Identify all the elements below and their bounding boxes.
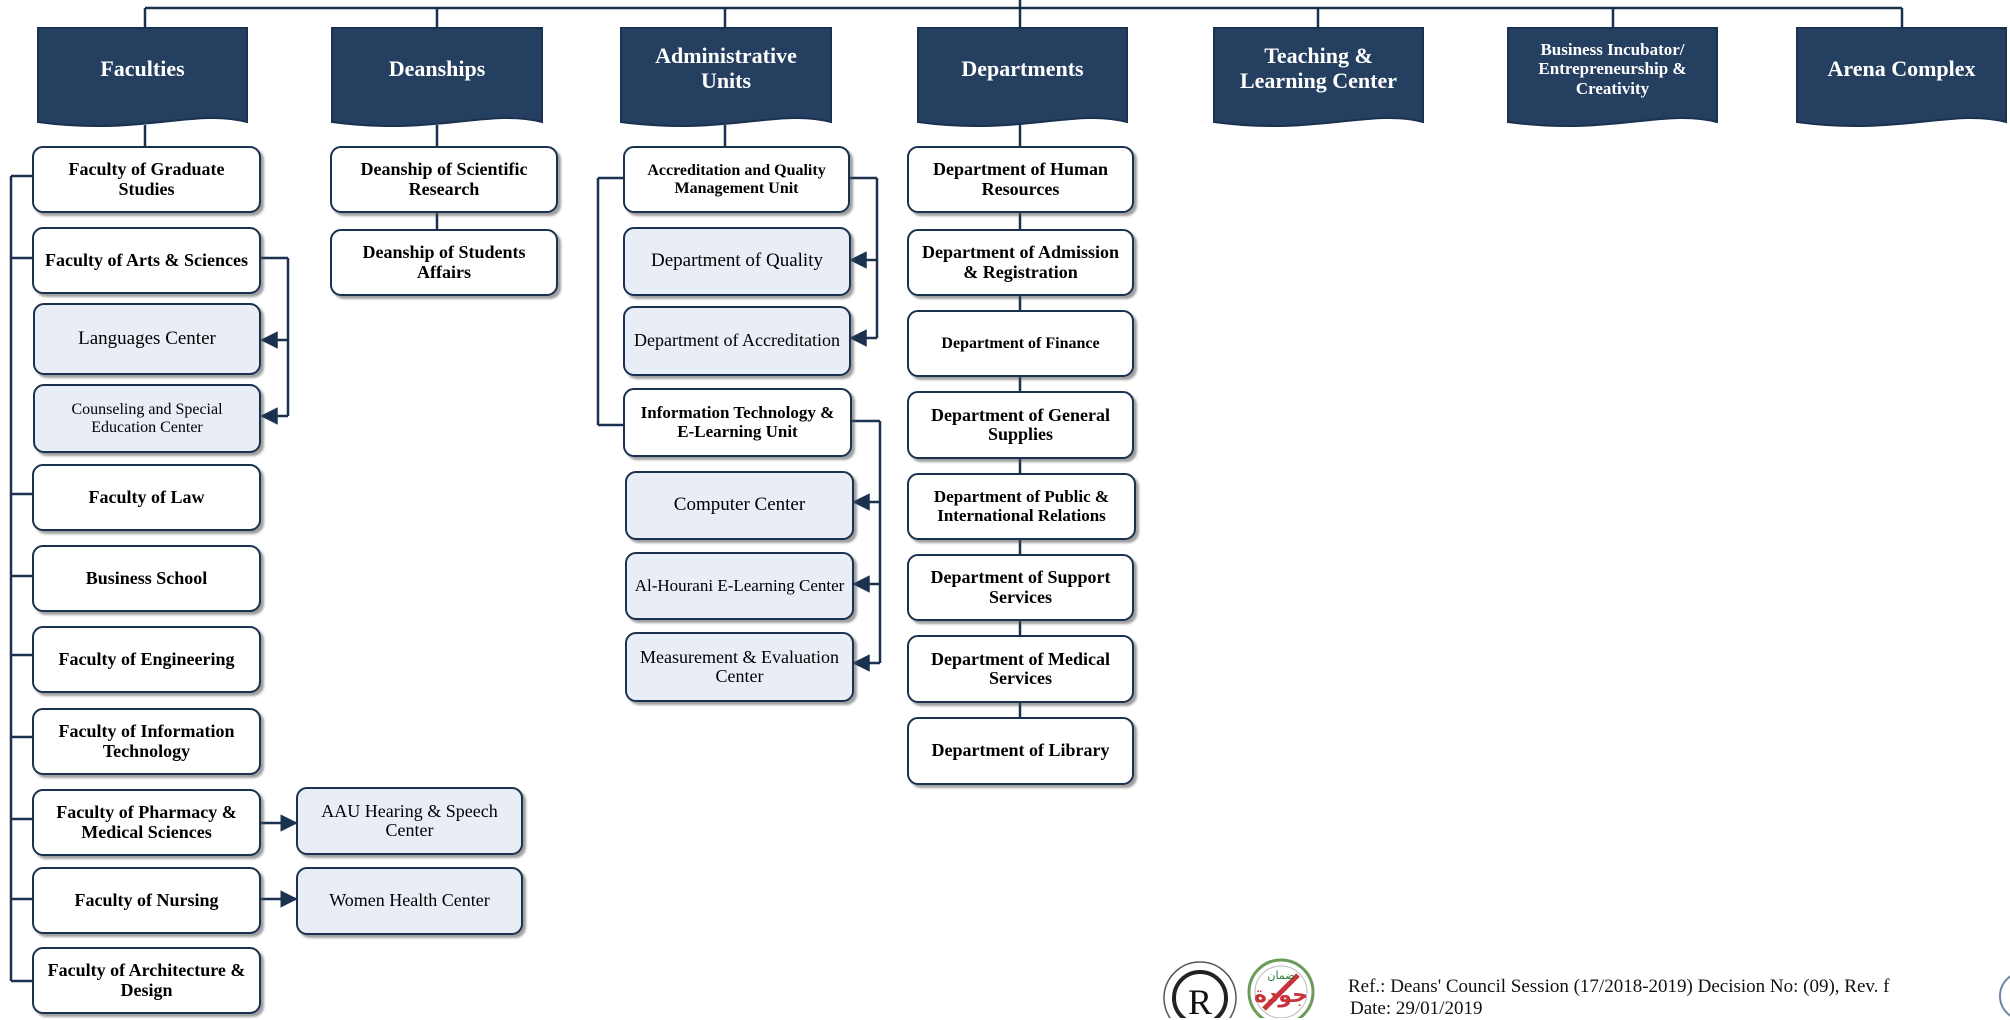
header-teaching-learning-center: Teaching & Learning Center (1214, 28, 1423, 124)
department-support-services: Department of Support Services (907, 554, 1134, 621)
header-deanships: Deanships (332, 28, 542, 124)
faculty-architecture-design-label: Faculty of Architecture & Design (47, 960, 246, 1000)
women-health-center-label: Women Health Center (329, 890, 490, 911)
quality-logo-caption: ضمان (1267, 969, 1294, 982)
header-administrative-units: Administrative Units (621, 28, 831, 124)
header-departments-label: Departments (961, 55, 1084, 81)
faculty-information-technology-label: Faculty of Information Technology (58, 721, 235, 761)
deanship-scientific-research-label: Deanship of Scientific Research (360, 159, 528, 199)
department-accreditation-label: Department of Accreditation (634, 330, 840, 351)
women-health-center: Women Health Center (296, 867, 523, 935)
faculty-graduate-studies: Faculty of Graduate Studies (32, 146, 261, 213)
footer-ref-line: Ref.: Deans' Council Session (17/2018-20… (1348, 976, 1890, 997)
languages-center-label: Languages Center (78, 327, 216, 349)
faculty-arts-sciences: Faculty of Arts & Sciences (32, 227, 261, 294)
footer-reference: Ref.: Deans' Council Session (17/2018-20… (1348, 976, 1890, 1020)
footer-date-line: Date: 29/01/2019 (1350, 997, 1483, 1019)
al-hourani-elearning-center-label: Al-Hourani E-Learning Center (634, 575, 845, 595)
department-accreditation: Department of Accreditation (623, 306, 851, 376)
computer-center: Computer Center (625, 471, 854, 540)
department-general-supplies-label: Department of General Supplies (931, 404, 1110, 444)
header-business-incubator: Business Incubator/ Entrepreneurship & C… (1508, 28, 1717, 124)
business-school-label: Business School (85, 567, 208, 588)
header-arena-complex-label: Arena Complex (1827, 55, 1976, 81)
department-general-supplies: Department of General Supplies (907, 391, 1134, 459)
accreditation-quality-unit: Accreditation and Quality Management Uni… (623, 146, 850, 213)
deanship-scientific-research: Deanship of Scientific Research (330, 146, 558, 213)
faculty-engineering-label: Faculty of Engineering (58, 648, 235, 669)
computer-center-label: Computer Center (673, 494, 806, 516)
faculty-pharmacy-medical-sciences-label: Faculty of Pharmacy & Medical Sciences (56, 802, 237, 842)
faculty-pharmacy-medical-sciences: Faculty of Pharmacy & Medical Sciences (32, 789, 261, 856)
university-seal-logo (1999, 975, 2010, 1017)
lrqa-logo-symbol: R (1188, 982, 1212, 1018)
accreditation-quality-unit-label: Accreditation and Quality Management Uni… (647, 162, 826, 197)
quality-logo-text: جودة (1254, 983, 1308, 1008)
aau-hearing-speech-center: AAU Hearing & Speech Center (296, 787, 523, 855)
counseling-special-education-center-label: Counseling and Special Education Center (71, 401, 223, 436)
header-business-incubator-label: Business Incubator/ Entrepreneurship & C… (1538, 40, 1687, 98)
department-support-services-label: Department of Support Services (930, 567, 1111, 607)
department-finance-label: Department of Finance (941, 334, 1100, 352)
department-finance: Department of Finance (907, 310, 1134, 377)
business-school: Business School (32, 545, 261, 612)
faculty-engineering: Faculty of Engineering (32, 626, 261, 693)
department-medical-services: Department of Medical Services (907, 635, 1134, 703)
faculty-nursing: Faculty of Nursing (32, 867, 261, 934)
faculty-information-technology: Faculty of Information Technology (32, 708, 261, 775)
department-admission-registration-label: Department of Admission & Registration (922, 242, 1119, 282)
counseling-special-education-center: Counseling and Special Education Center (33, 384, 261, 453)
it-elearning-unit-label: Information Technology & E-Learning Unit (640, 403, 835, 441)
department-quality-label: Department of Quality (650, 250, 823, 272)
quality-assurance-logo: ضمان جودة (1247, 958, 1315, 1018)
faculty-law: Faculty of Law (32, 464, 261, 531)
deanship-students-affairs: Deanship of Students Affairs (330, 229, 558, 296)
department-human-resources-label: Department of Human Resources (933, 159, 1108, 199)
measurement-evaluation-center-label: Measurement & Evaluation Center (640, 646, 839, 686)
it-elearning-unit: Information Technology & E-Learning Unit (623, 388, 852, 457)
deanship-students-affairs-label: Deanship of Students Affairs (362, 242, 526, 282)
department-public-international-relations: Department of Public & International Rel… (907, 473, 1136, 540)
faculty-graduate-studies-label: Faculty of Graduate Studies (68, 159, 225, 199)
al-hourani-elearning-center: Al-Hourani E-Learning Center (625, 552, 854, 620)
header-faculties-label: Faculties (100, 55, 185, 81)
faculty-law-label: Faculty of Law (88, 486, 205, 507)
department-public-international-relations-label: Department of Public & International Rel… (933, 487, 1110, 525)
header-teaching-learning-center-label: Teaching & Learning Center (1239, 43, 1398, 93)
header-faculties: Faculties (38, 28, 247, 124)
header-departments: Departments (918, 28, 1127, 124)
aau-hearing-speech-center-label: AAU Hearing & Speech Center (321, 800, 498, 840)
lrqa-logo: R (1163, 961, 1237, 1018)
department-admission-registration: Department of Admission & Registration (907, 229, 1134, 296)
department-library-label: Department of Library (931, 740, 1110, 761)
header-deanships-label: Deanships (388, 55, 486, 81)
faculty-nursing-label: Faculty of Nursing (74, 889, 219, 910)
languages-center: Languages Center (33, 303, 261, 375)
faculty-arts-sciences-label: Faculty of Arts & Sciences (45, 249, 248, 270)
measurement-evaluation-center: Measurement & Evaluation Center (625, 632, 854, 702)
department-quality: Department of Quality (623, 227, 851, 296)
header-administrative-units-label: Administrative Units (655, 43, 797, 93)
department-library: Department of Library (907, 717, 1134, 785)
faculty-architecture-design: Faculty of Architecture & Design (32, 947, 261, 1014)
header-arena-complex: Arena Complex (1797, 28, 2006, 124)
department-human-resources: Department of Human Resources (907, 146, 1134, 213)
department-medical-services-label: Department of Medical Services (931, 648, 1110, 688)
